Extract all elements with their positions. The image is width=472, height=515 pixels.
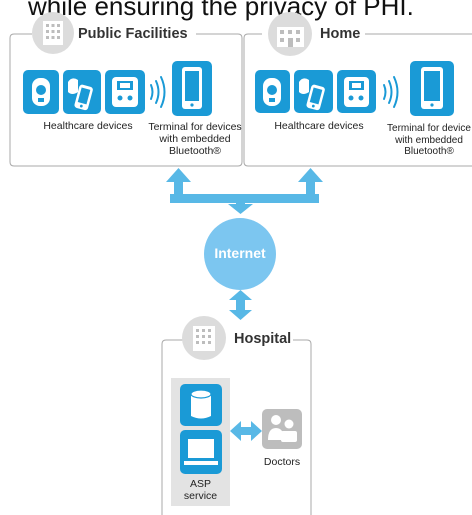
laptop-icon bbox=[180, 430, 222, 474]
glucometer-icon bbox=[255, 70, 290, 113]
public-terminal-label: Terminal for devices with embedded Bluet… bbox=[140, 121, 250, 157]
building-icon bbox=[32, 12, 74, 54]
bluetooth-waves-icon bbox=[150, 76, 166, 108]
home-terminal-label: Terminal for device with embedded Blueto… bbox=[380, 123, 472, 158]
asp-label-line2: service bbox=[183, 490, 218, 503]
asp-label-line1: ASP bbox=[189, 478, 211, 490]
home-terminal-label-line1: Terminal for device bbox=[387, 123, 471, 134]
home-devices-label: Healthcare devices bbox=[274, 120, 364, 132]
home-title: Home bbox=[320, 26, 361, 42]
public-facilities-frame bbox=[9, 33, 243, 167]
glucometer-icon bbox=[23, 70, 59, 114]
public-facilities-title: Public Facilities bbox=[78, 26, 188, 42]
scale-icon bbox=[105, 70, 145, 114]
public-terminal-label-line2: with embedded bbox=[159, 133, 231, 146]
house-icon bbox=[268, 12, 312, 56]
home-terminal-label-line3: Bluetooth® bbox=[404, 146, 454, 157]
asp-service-label: ASP service bbox=[171, 478, 230, 502]
doctors-label: Doctors bbox=[263, 456, 301, 468]
scale-icon bbox=[337, 70, 376, 113]
internet-label: Internet bbox=[214, 245, 266, 261]
internet-hospital-connector bbox=[229, 290, 252, 320]
database-icon bbox=[180, 384, 222, 426]
home-terminal-label-line2: with embedded bbox=[395, 134, 463, 146]
doctors-icon bbox=[262, 409, 302, 449]
public-terminal-label-line1: Terminal for devices bbox=[148, 121, 242, 133]
public-devices-label: Healthcare devices bbox=[43, 120, 133, 132]
asp-doctors-connector bbox=[230, 421, 262, 441]
blood-pressure-icon bbox=[294, 70, 333, 113]
terminal-icon bbox=[172, 61, 212, 116]
terminal-icon bbox=[410, 61, 454, 116]
bluetooth-waves-icon bbox=[383, 76, 399, 108]
public-terminal-label-line3: Bluetooth® bbox=[168, 145, 222, 158]
hospital-title: Hospital bbox=[234, 331, 292, 347]
hospital-frame bbox=[161, 339, 312, 515]
blood-pressure-icon bbox=[63, 70, 101, 114]
internet-cloud bbox=[204, 218, 276, 290]
home-frame bbox=[243, 33, 472, 167]
network-connector bbox=[166, 168, 323, 214]
hospital-icon bbox=[182, 316, 226, 360]
header-text: while ensuring the privacy of PHI. bbox=[28, 0, 414, 21]
